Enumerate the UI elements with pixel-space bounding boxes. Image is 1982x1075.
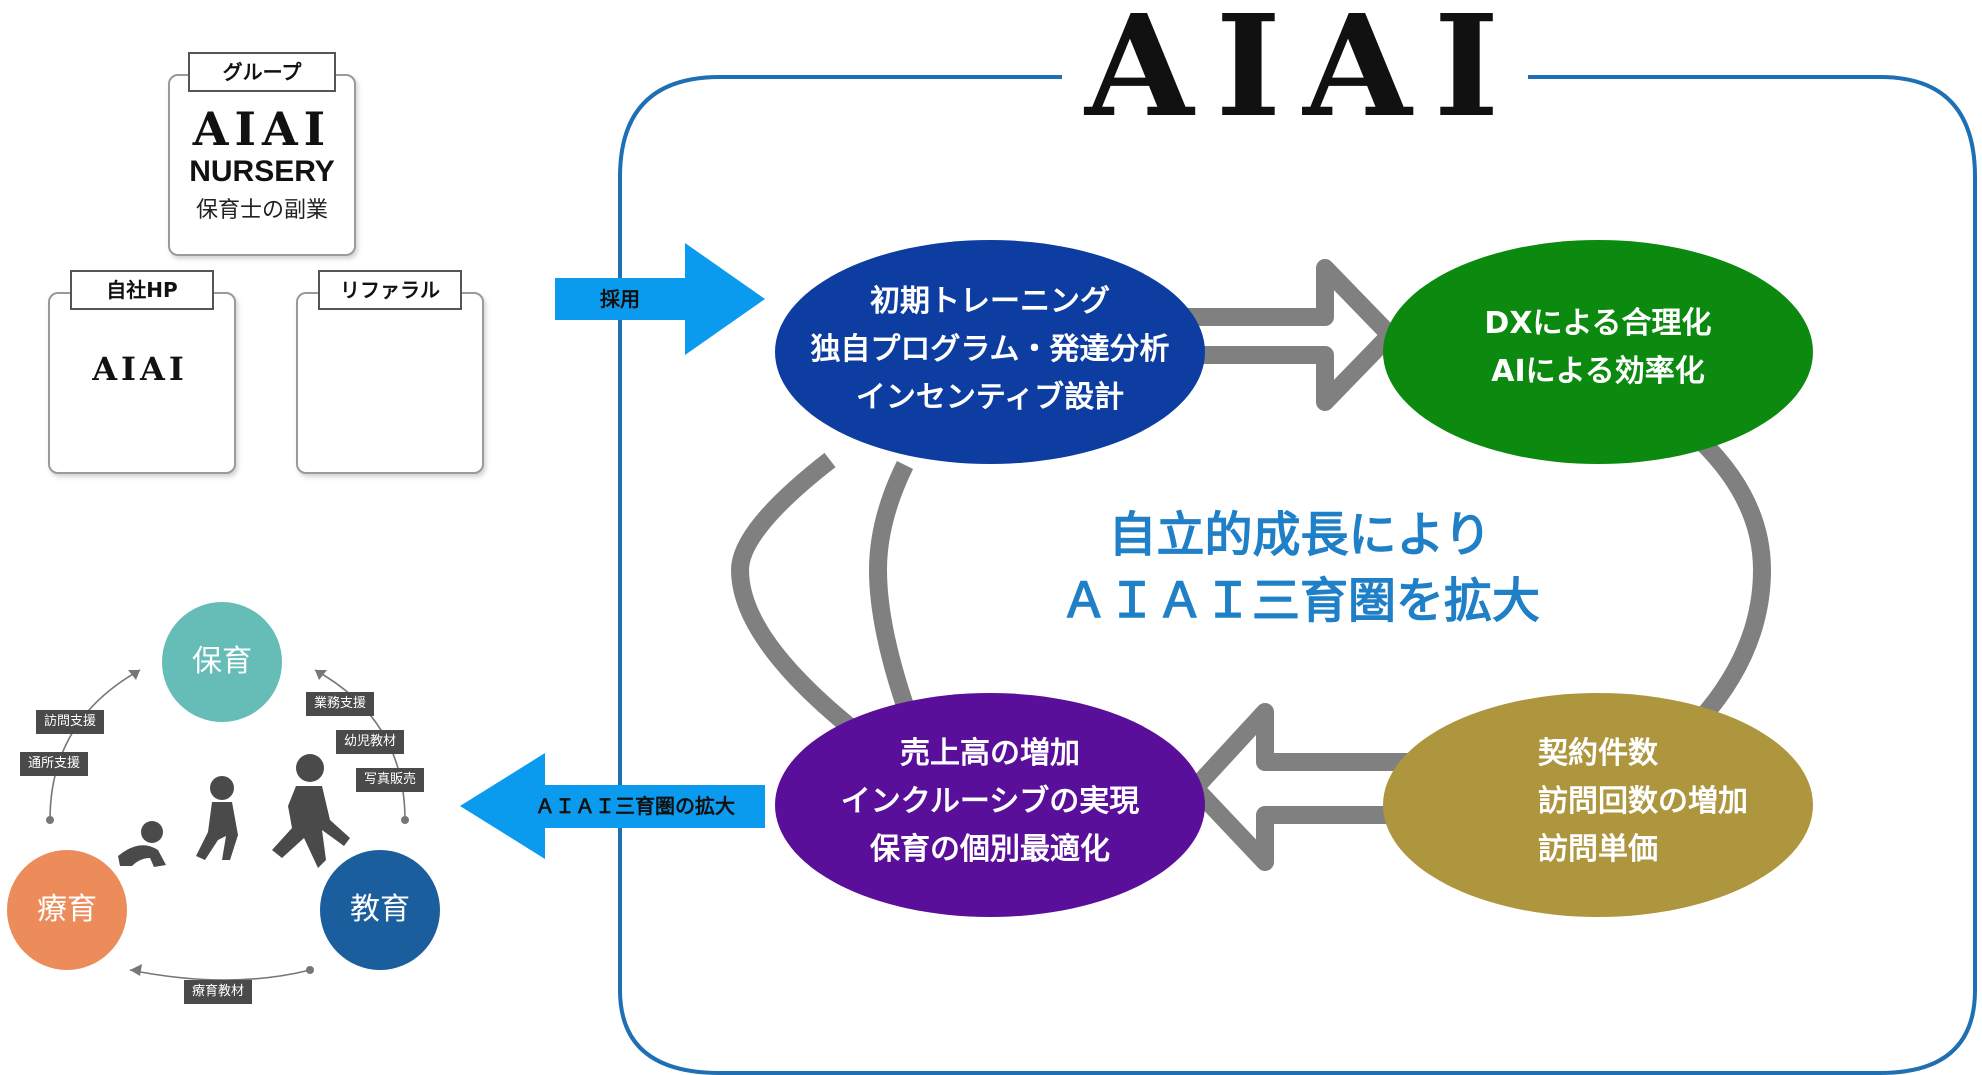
commute-support-tag: 通所支援 — [20, 752, 89, 776]
contracts-line-3: 訪問単価 — [1538, 832, 1658, 867]
dx-line-1: DXによる合理化 — [1484, 306, 1712, 341]
sales-line-1: 売上高の増加 — [900, 736, 1080, 771]
ryoiku-label: 療育 — [37, 892, 97, 927]
kyoiku-circle — [320, 850, 440, 970]
recruit-label: 採用 — [600, 287, 640, 311]
own-hp-card — [48, 292, 236, 474]
children-silhouette-icon — [118, 754, 350, 868]
expand-label: ＡＩＡＩ三育圏の拡大 — [535, 794, 735, 818]
brand-title: AIAI — [1085, 0, 1522, 149]
triangle-arrowheads — [46, 670, 409, 976]
aiai-frame — [618, 75, 1977, 1075]
referral-card — [296, 292, 484, 474]
training-line-3: インセンティブ設計 — [855, 380, 1125, 415]
expand-arrow — [460, 753, 765, 859]
visit-support-tag: 訪問支援 — [36, 710, 105, 734]
sales-text: 売上高の増加 インクルーシブの実現 保育の個別最適化 — [790, 730, 1190, 874]
center-line-1: 自立的成長により — [1108, 507, 1492, 563]
nursery-logo-line2: NURSERY — [189, 155, 335, 188]
training-ellipse — [775, 240, 1205, 464]
dx-line-2: AIによる効率化 — [1491, 354, 1705, 389]
training-text: 初期トレーニング 独自プログラム・発達分析 インセンティブ設計 — [790, 278, 1190, 422]
dx-text: DXによる合理化 AIによる効率化 — [1398, 300, 1798, 396]
sales-line-2: インクルーシブの実現 — [840, 784, 1140, 819]
recruit-arrow — [555, 243, 765, 355]
contracts-text: 契約件数 訪問回数の増加 訪問単価 — [1538, 730, 1798, 874]
training-line-2: 独自プログラム・発達分析 — [810, 332, 1170, 367]
ryoiku-circle — [7, 850, 127, 970]
nursery-logo-line1: AIAI — [192, 102, 332, 156]
right-cycle-loop — [1693, 433, 1772, 726]
contracts-line-1: 契約件数 — [1538, 736, 1658, 771]
center-line-2: ＡＩＡＩ三育圏を拡大 — [1059, 573, 1540, 629]
business-support-tag: 業務支援 — [306, 692, 375, 716]
sales-line-3: 保育の個別最適化 — [870, 832, 1110, 867]
infant-materials-tag: 幼児教材 — [336, 730, 405, 754]
sales-ellipse — [775, 693, 1205, 917]
contracts-line-2: 訪問回数の増加 — [1538, 784, 1748, 819]
group-card — [168, 74, 356, 256]
photo-sales-tag: 写真販売 — [356, 768, 425, 792]
referral-tag: リファラル — [318, 270, 462, 310]
top-cycle-arrow — [1180, 259, 1399, 411]
group-caption: 保育士の副業 — [195, 198, 328, 223]
dx-ellipse — [1383, 240, 1813, 464]
group-tag: グループ — [188, 52, 336, 92]
left-cycle-loop — [730, 452, 866, 743]
therapy-materials-tag: 療育教材 — [184, 980, 253, 1004]
contracts-ellipse — [1383, 693, 1813, 917]
center-text: 自立的成長により ＡＩＡＩ三育圏を拡大 — [1040, 502, 1560, 634]
left-cycle-loop-inner — [868, 461, 919, 724]
monitor-screen-text: AIAI — [92, 350, 188, 388]
hoiku-label: 保育 — [192, 644, 252, 679]
kyoiku-label: 教育 — [350, 892, 410, 927]
hoiku-circle — [162, 602, 282, 722]
training-line-1: 初期トレーニング — [870, 284, 1110, 319]
own-hp-tag: 自社HP — [70, 270, 214, 310]
